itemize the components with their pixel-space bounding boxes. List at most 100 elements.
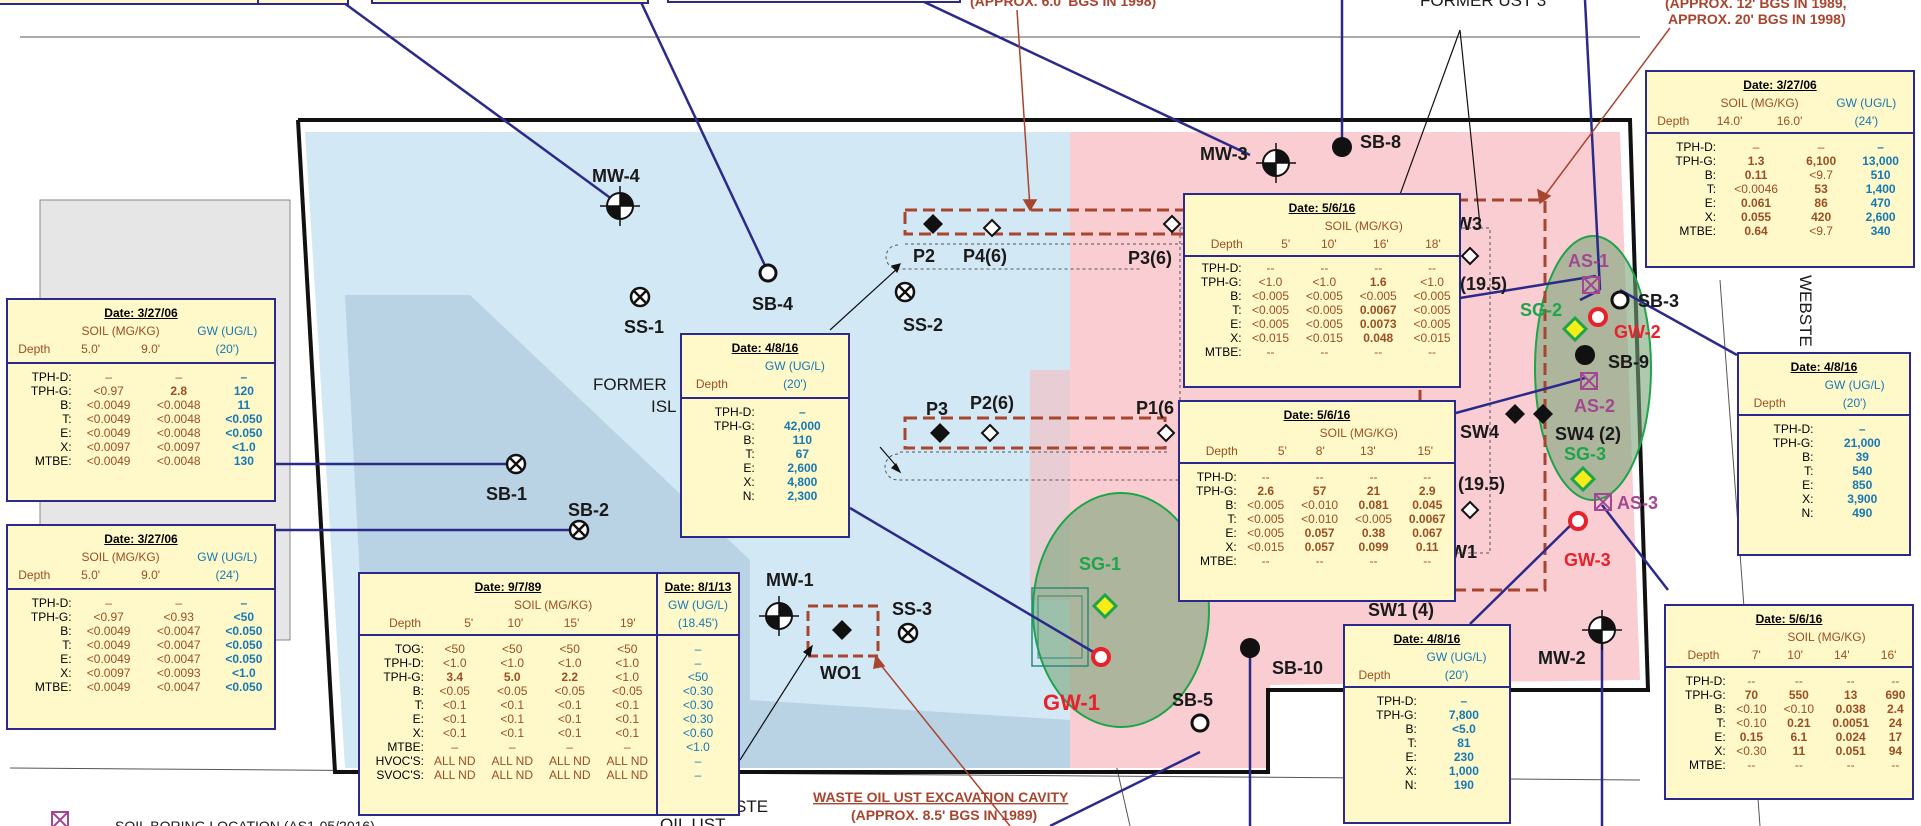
former-isl-label-1: FORMER bbox=[593, 375, 667, 394]
table-cell: <0.30 bbox=[1736, 744, 1767, 758]
table-cell: (20') bbox=[783, 377, 807, 391]
table-cell: -- bbox=[1428, 261, 1437, 275]
table-cell: 1.3 bbox=[1747, 154, 1765, 168]
table-cell: <50 bbox=[233, 610, 255, 624]
table-cell: GW (UG/L) bbox=[764, 359, 825, 373]
table-cell: – bbox=[1877, 140, 1884, 154]
table-cell: 0.051 bbox=[1835, 744, 1866, 758]
table-cell: – bbox=[240, 370, 248, 384]
table-cell: 15' bbox=[1417, 444, 1434, 458]
table-cell: 10' bbox=[507, 616, 524, 630]
former-ust3-label: FORMER UST 3 bbox=[1420, 0, 1546, 10]
table-cell: – bbox=[694, 642, 702, 656]
table-cell: <0.1 bbox=[442, 712, 467, 726]
table-cell: B: bbox=[1230, 289, 1242, 303]
table-cell: <0.1 bbox=[615, 726, 640, 740]
table-cell: <0.10 bbox=[1783, 702, 1815, 716]
table-cell: N: bbox=[1801, 506, 1814, 520]
table-cell: <0.015 bbox=[1251, 331, 1290, 345]
as-3-label: AS-3 bbox=[1617, 493, 1658, 513]
table-cell: 0.057 bbox=[1304, 526, 1335, 540]
sb-9-table: TPH-D:– TPH-G:21,000 B:39 T:540 E:850 X:… bbox=[1739, 414, 1909, 520]
table-cell: <0.30 bbox=[682, 712, 714, 726]
table-cell: <0.0046 bbox=[1734, 182, 1778, 196]
p2-6-label: P2(6) bbox=[970, 393, 1014, 413]
table-cell: MTBE: bbox=[34, 680, 72, 694]
table-cell: 190 bbox=[1453, 778, 1474, 792]
table-cell: 0.045 bbox=[1412, 498, 1443, 512]
table-cell: -- bbox=[1261, 470, 1270, 484]
table-cell: 420 bbox=[1811, 210, 1832, 224]
table-cell: – bbox=[175, 370, 183, 384]
table-cell: 94 bbox=[1888, 744, 1903, 758]
waste-oil-cavity bbox=[806, 604, 880, 658]
table-cell: T: bbox=[62, 412, 72, 426]
table-cell: E: bbox=[1714, 730, 1726, 744]
table-cell: 230 bbox=[1453, 750, 1474, 764]
table-cell: <9.7 bbox=[1809, 168, 1833, 182]
p3-6-label: P3(6) bbox=[1128, 248, 1172, 268]
table-cell: 120 bbox=[233, 384, 254, 398]
table-cell: 470 bbox=[1870, 196, 1891, 210]
table-cell: <0.005 bbox=[1251, 289, 1290, 303]
table-cell: <0.005 bbox=[1247, 498, 1285, 512]
table-cell: -- bbox=[1266, 345, 1275, 359]
sb-5-symbol bbox=[1190, 713, 1210, 733]
waste-oil-note-2: (APPROX. 8.5' BGS IN 1989) bbox=[851, 807, 1037, 823]
table-cell: -- bbox=[1315, 470, 1324, 484]
table-cell: E: bbox=[743, 461, 755, 475]
table-cell: MTBE: bbox=[34, 454, 72, 468]
sb-4-label: SB-4 bbox=[752, 294, 793, 314]
table-cell: 2.4 bbox=[1887, 702, 1904, 716]
table-cell: 540 bbox=[1852, 464, 1873, 478]
table-cell: ALL ND bbox=[433, 754, 476, 768]
sb-3-date: Date: 3/27/06 bbox=[1743, 78, 1817, 92]
sg-2-probe bbox=[1561, 315, 1589, 343]
sb-10-symbol bbox=[1240, 638, 1260, 658]
table-cell: 0.099 bbox=[1358, 540, 1389, 554]
table-cell: 510 bbox=[1870, 168, 1891, 182]
table-cell: 0.061 bbox=[1741, 196, 1772, 210]
table-cell: 5' bbox=[1281, 237, 1291, 251]
table-cell: Depth bbox=[18, 568, 51, 582]
table-cell: 19' bbox=[620, 616, 636, 630]
table-cell: – bbox=[1817, 140, 1825, 154]
table-cell: N: bbox=[1404, 778, 1417, 792]
table-cell: N: bbox=[742, 489, 755, 503]
oil-ust-label: OIL UST bbox=[660, 815, 726, 826]
table-cell: <0.0049 bbox=[86, 412, 131, 426]
table-cell: 0.081 bbox=[1358, 498, 1389, 512]
table-cell: 67 bbox=[795, 447, 810, 461]
table-cell: <0.05 bbox=[439, 684, 470, 698]
table-cell: Depth bbox=[389, 616, 422, 630]
sb-2-label: SB-2 bbox=[568, 500, 609, 520]
table-cell: T: bbox=[745, 447, 755, 461]
sb-3-label: SB-3 bbox=[1638, 291, 1679, 311]
table-cell: TPH-G: bbox=[383, 670, 424, 684]
sw4-2-label: SW4 (2) bbox=[1555, 424, 1621, 444]
table-cell: 9.0' bbox=[141, 342, 161, 356]
table-cell: -- bbox=[1747, 758, 1756, 772]
table-cell: 0.38 bbox=[1361, 526, 1386, 540]
leader-lines bbox=[276, 0, 1738, 826]
table-cell: 550 bbox=[1788, 688, 1809, 702]
table-cell: 86 bbox=[1814, 196, 1828, 210]
table-cell: <0.1 bbox=[442, 698, 467, 712]
gw-1-label: GW-1 bbox=[1043, 690, 1100, 715]
mw-4-label: MW-4 bbox=[592, 166, 640, 186]
table-cell: <0.0097 bbox=[86, 440, 131, 454]
table-cell: 0.0067 bbox=[1408, 512, 1446, 526]
table-cell: 490 bbox=[1852, 506, 1873, 520]
table-cell: <0.005 bbox=[1359, 289, 1397, 303]
table-cell: Depth bbox=[1657, 114, 1690, 128]
table-cell: 39 bbox=[1855, 450, 1869, 464]
table-cell: <0.0049 bbox=[86, 638, 131, 652]
table-cell: -- bbox=[1747, 674, 1756, 688]
sg1-zone bbox=[1032, 492, 1210, 728]
table-cell: <0.0048 bbox=[156, 426, 201, 440]
table-cell: T: bbox=[1227, 512, 1237, 526]
table-cell: -- bbox=[1266, 261, 1275, 275]
sb-2-date: Date: 3/27/06 bbox=[104, 532, 178, 546]
table-cell: Depth bbox=[1210, 237, 1243, 251]
